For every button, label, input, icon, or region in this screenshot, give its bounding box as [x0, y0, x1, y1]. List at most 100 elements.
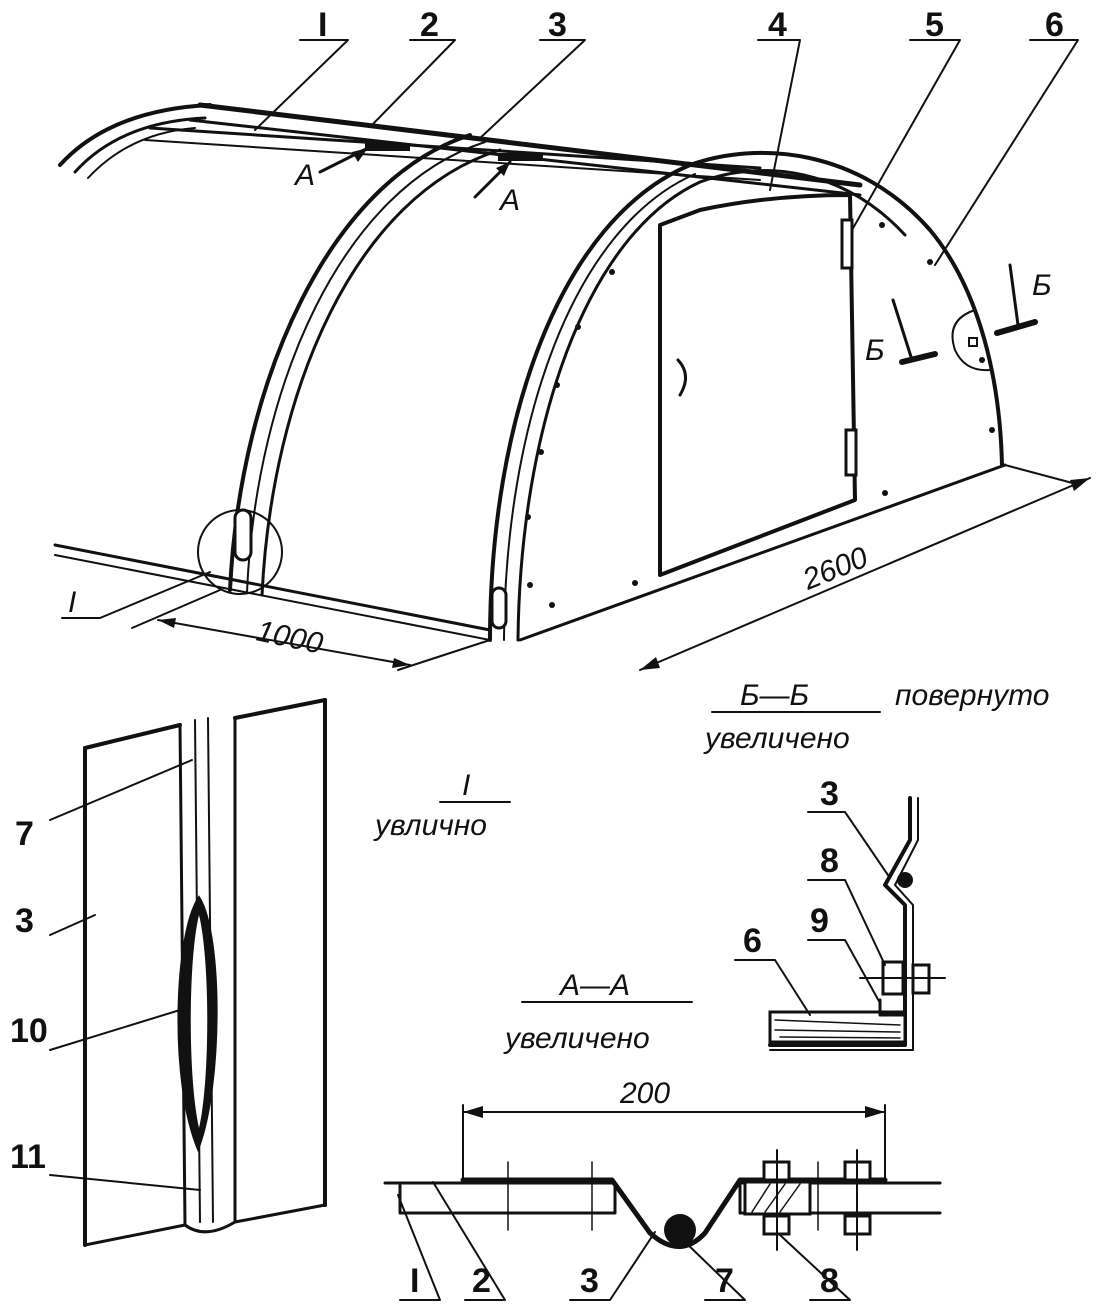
dim-ext-1000-a: [131, 589, 221, 629]
section-bubble-mark: [968, 337, 978, 347]
section-a-arrowhead-2: [496, 162, 510, 176]
section-b-bar-2: [994, 319, 1038, 336]
aa-bolt-axes: [776, 1149, 858, 1251]
dim-text-1000: 1000: [254, 615, 326, 661]
section-b-arrow-1: [891, 298, 914, 362]
section-b-arrow-2: [1008, 263, 1020, 327]
tie-ring-gap: [190, 915, 208, 1128]
hinge-top: [840, 218, 854, 270]
door-handle: [676, 358, 687, 397]
bb-caption-right: повернуто: [895, 679, 1049, 712]
bb-angle-bracket: [878, 998, 907, 1017]
aa-clamp-hatch: [751, 1183, 801, 1213]
bb-callout-8: 8: [820, 842, 839, 880]
greenhouse-view: [53, 39, 1081, 642]
section-a-mark-1: [365, 143, 410, 151]
aa-guides: [507, 1161, 819, 1231]
bb-caption-bottom: увеличено: [703, 722, 850, 755]
aa-leader-8: [779, 1234, 851, 1301]
bb-leader-3: [807, 811, 891, 879]
base-rail-back: [1004, 464, 1081, 486]
middle-arch-outer: [228, 133, 472, 592]
leader-11: [49, 1174, 201, 1191]
aa-wire-section: [664, 1214, 696, 1246]
aa-leader-7: [682, 1239, 746, 1301]
end-panel-bolts: [525, 222, 995, 608]
aa-left-board: [383, 1181, 617, 1215]
callout-1: I: [318, 6, 327, 44]
bb-callout-9: 9: [810, 902, 829, 940]
aa-dim-arrow-right: [865, 1106, 885, 1118]
aa-leader-2: [432, 1181, 506, 1301]
detail-I-view: [49, 698, 327, 1247]
section-a-label-2: A: [498, 184, 520, 217]
callout-5: 5: [925, 6, 944, 44]
detail-bottom-left-edge: [83, 1223, 187, 1247]
callout-10: 10: [10, 1012, 48, 1050]
dim-ext-1000-b: [397, 639, 491, 671]
dim-arrow-2600-a: [640, 657, 660, 670]
bb-caption-top: Б—Б: [740, 679, 809, 712]
section-bb-view: [734, 796, 946, 1051]
leader-5: [851, 39, 961, 231]
aa-dim-extensions: [462, 1104, 886, 1181]
detail-caption-top: I: [462, 769, 470, 802]
top-rail-lower: [144, 139, 761, 181]
dim-text-2600: 2600: [797, 541, 872, 597]
dim-arrow-2600-b: [1070, 478, 1090, 491]
section-b-bar-1: [899, 351, 938, 365]
dimension-lines: [131, 477, 1091, 671]
aa-dim-text: 200: [619, 1077, 670, 1110]
detail-top-left-edge: [83, 723, 182, 750]
door-panel: [658, 193, 857, 577]
dim-line-2600: [639, 477, 1091, 671]
leader-detail-I: [61, 571, 211, 619]
base-rail-left-lower: [54, 554, 491, 641]
section-aa-view: [383, 1104, 942, 1301]
detail-bottom-right-edge: [233, 1203, 327, 1224]
front-arch-outer: [488, 150, 1004, 642]
callout-4: 4: [768, 6, 787, 44]
hinge-bottom: [844, 428, 858, 477]
callout-6: 6: [1045, 6, 1064, 44]
bb-leader-8: [807, 879, 886, 966]
detail-channel-bottom: [183, 1220, 237, 1234]
aa-callout-7: 7: [715, 1262, 734, 1300]
arch-joint-right: [490, 586, 508, 630]
end-arc-outer: [58, 103, 212, 167]
detail-top-right-edge: [233, 698, 327, 720]
aa-callout-3: 3: [580, 1262, 599, 1300]
base-rail-front: [518, 463, 1007, 642]
top-rail: [148, 126, 762, 170]
bb-leader-9: [807, 939, 881, 1004]
bb-board-grain: [774, 1019, 901, 1039]
callout-3-detail: 3: [15, 902, 34, 940]
bb-leader-6: [734, 959, 811, 1016]
aa-dim-arrow-left: [463, 1106, 483, 1118]
end-arc-inner: [87, 127, 196, 179]
aa-leader-3: [569, 1231, 656, 1301]
detail-caption-bottom: увлично: [373, 809, 487, 842]
aa-caption-bottom: увеличено: [503, 1022, 650, 1055]
detail-circle-I: [197, 509, 283, 595]
aa-callout-2: 2: [472, 1262, 491, 1300]
callout-11: 11: [10, 1138, 46, 1176]
bb-callout-6: 6: [743, 922, 762, 960]
front-arch-inner: [516, 169, 907, 642]
section-b-label-1: Б: [865, 334, 885, 367]
section-b-label-2: Б: [1032, 269, 1052, 302]
leader-1: [254, 39, 349, 131]
callout-7: 7: [15, 815, 34, 853]
section-a-mark-2: [498, 153, 543, 161]
end-arc-mid: [73, 116, 207, 174]
detail-I-label: I: [68, 586, 76, 619]
dim-arrow-1000-b: [392, 658, 410, 668]
leader-6: [934, 39, 1079, 266]
section-a-label-1: A: [293, 159, 315, 192]
bb-callout-3: 3: [820, 775, 839, 813]
bb-frame-profile-inner: [769, 797, 919, 1051]
leader-4: [757, 39, 801, 191]
callout-2: 2: [420, 6, 439, 44]
section-bubble: [951, 309, 991, 372]
